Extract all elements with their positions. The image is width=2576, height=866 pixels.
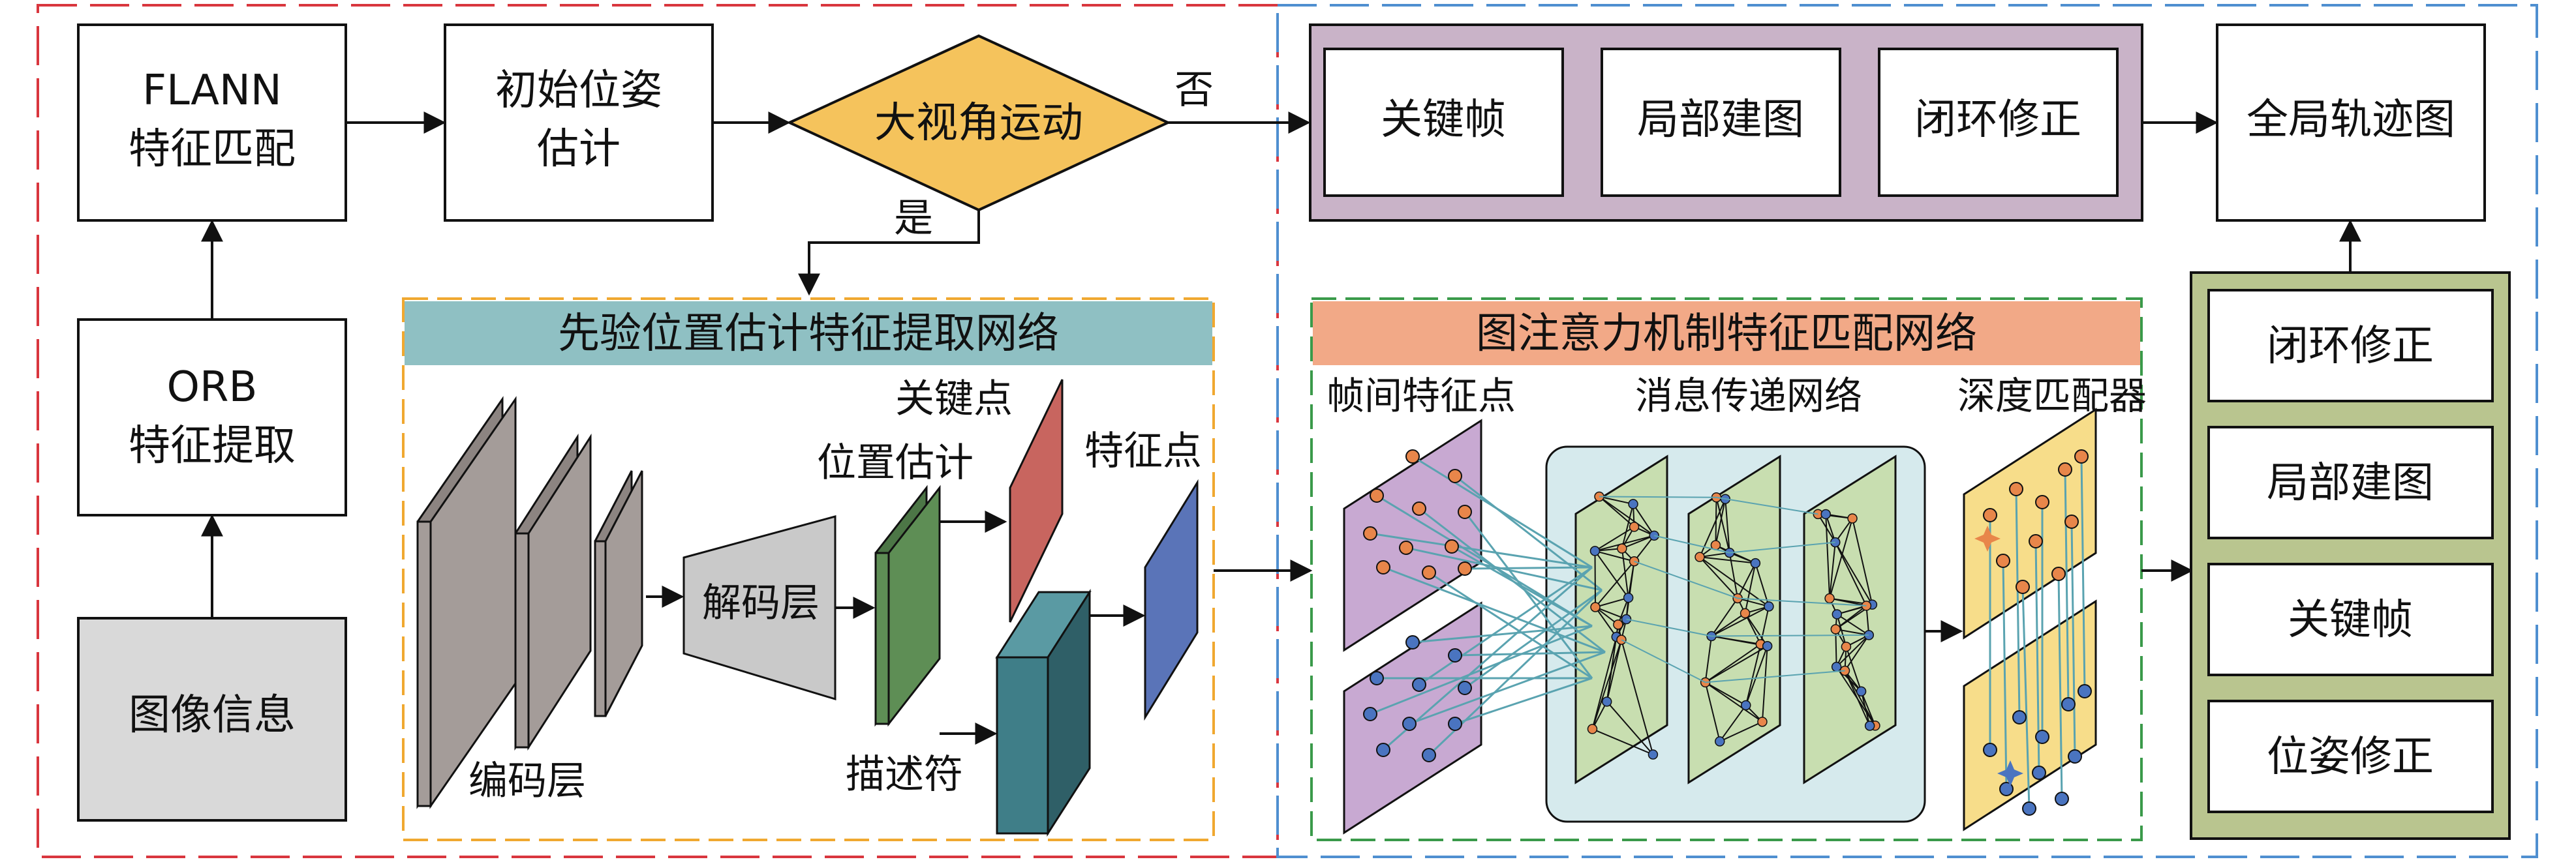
- global-map-label: 全局轨迹图: [2246, 96, 2455, 144]
- descriptor-label: 描述符: [846, 752, 963, 798]
- pos-est-label: 位置估计: [817, 440, 974, 486]
- init-pose-box: 初始位姿 估计: [445, 25, 713, 220]
- decoder-label: 解码层: [702, 580, 820, 626]
- feature-point-label: 特征点: [1084, 428, 1202, 474]
- top-local-map-label: 局部建图: [1637, 96, 1804, 144]
- flann-label-line1: FLANN: [142, 67, 281, 115]
- right-pose-fix-box: 位姿修正: [2209, 701, 2492, 812]
- right-local-map-label: 局部建图: [2267, 459, 2434, 507]
- no-label: 否: [1174, 67, 1214, 113]
- keypoint-slab: [1010, 380, 1062, 622]
- orb-label-line1: ORB: [167, 363, 258, 411]
- right-loop-fix-box: 闭环修正: [2209, 290, 2492, 401]
- matcher-plane-bottom: [1964, 601, 2096, 829]
- right-keyframe-label: 关键帧: [2288, 596, 2413, 644]
- right-keyframe-box: 关键帧: [2209, 564, 2492, 675]
- encoder-label: 编码层: [468, 758, 586, 804]
- gat-net-title: 图注意力机制特征匹配网络: [1476, 310, 1977, 358]
- flann-box: FLANN 特征匹配: [78, 25, 346, 220]
- depth-matcher-label: 深度匹配器: [1957, 374, 2147, 418]
- encoder-slabs: [418, 399, 642, 806]
- init-pose-line2: 估计: [537, 125, 621, 173]
- keypoint-label: 关键点: [895, 376, 1013, 422]
- init-pose-line1: 初始位姿: [495, 67, 662, 115]
- top-loop-fix-box: 闭环修正: [1879, 49, 2117, 196]
- right-pose-fix-label: 位姿修正: [2267, 733, 2434, 781]
- right-loop-fix-label: 闭环修正: [2267, 322, 2434, 370]
- top-loop-fix-label: 闭环修正: [1914, 96, 2081, 144]
- large-view-label: 大视角运动: [874, 99, 1083, 147]
- inter-frame-label: 帧间特征点: [1326, 374, 1516, 418]
- right-local-map-box: 局部建图: [2209, 427, 2492, 538]
- large-view-decision: 大视角运动: [790, 36, 1168, 210]
- image-info-box: 图像信息: [78, 618, 346, 820]
- prior-net-title: 先验位置估计特征提取网络: [558, 310, 1059, 358]
- top-keyframe-label: 关键帧: [1381, 96, 1506, 144]
- msg-pass-label: 消息传递网络: [1635, 374, 1862, 418]
- feature-point-slab: [1145, 483, 1197, 717]
- descriptor-block: [997, 592, 1090, 833]
- image-info-label: 图像信息: [129, 691, 296, 739]
- position-estimate-slab: [876, 488, 940, 724]
- yes-label: 是: [894, 196, 933, 241]
- top-local-map-box: 局部建图: [1602, 49, 1840, 196]
- orb-box: ORB 特征提取: [78, 320, 346, 515]
- orb-label-line2: 特征提取: [129, 422, 296, 470]
- global-map-box: 全局轨迹图: [2217, 25, 2485, 220]
- top-keyframe-box: 关键帧: [1325, 49, 1563, 196]
- flann-label-line2: 特征匹配: [129, 125, 296, 173]
